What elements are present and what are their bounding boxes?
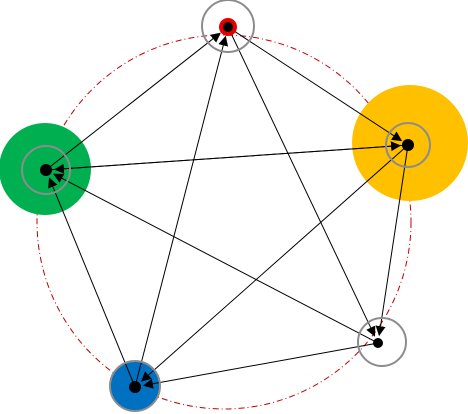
node-bottom-right xyxy=(357,317,407,367)
node-right-ring xyxy=(385,122,431,168)
node-bottom-left-dot xyxy=(129,381,141,393)
edge-right-to-bottom-left xyxy=(140,147,406,382)
edge-bottom-left-to-left xyxy=(48,177,134,384)
node-bottom-right-dot xyxy=(373,338,383,348)
node-right-dot xyxy=(402,139,414,151)
node-left-ring xyxy=(21,145,71,195)
node-bottom-right-ring xyxy=(357,317,407,367)
edge-left-to-top xyxy=(48,32,221,168)
node-left-dot xyxy=(40,164,52,176)
node-top-outer-ring xyxy=(201,0,255,53)
edge-bottom-left-to-top xyxy=(135,35,229,384)
edge-bottom-right-to-left xyxy=(53,173,375,342)
node-top-dot xyxy=(223,22,233,32)
node-top xyxy=(201,0,255,53)
node-bottom-left xyxy=(109,360,161,412)
edge-right-to-left xyxy=(54,144,405,174)
node-left xyxy=(21,145,71,195)
node-bottom-left-ring xyxy=(109,360,161,412)
guide-circle xyxy=(36,34,412,410)
node-right xyxy=(385,122,431,168)
edges-layer xyxy=(48,28,408,389)
edge-right-to-bottom-right xyxy=(375,148,408,337)
edge-top-to-right xyxy=(231,28,403,142)
edge-top-to-bottom-right xyxy=(229,30,376,337)
edge-bottom-right-to-bottom-left xyxy=(142,343,375,389)
